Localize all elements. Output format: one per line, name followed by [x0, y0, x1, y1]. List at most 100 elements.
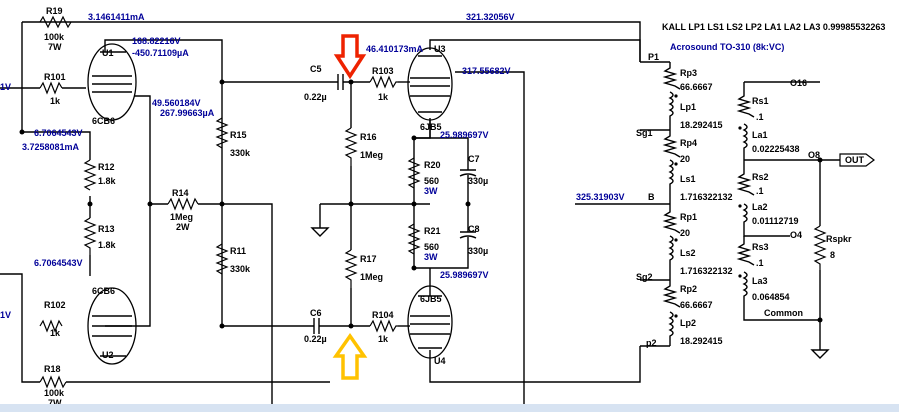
tube-u1	[87, 43, 137, 121]
resistor-r102	[39, 319, 63, 333]
c8-value: 330µ	[468, 246, 488, 256]
r17-value: 1Meg	[360, 272, 383, 282]
tube-u2	[87, 287, 137, 365]
resistor-r13	[83, 217, 97, 255]
rp2-value: 66.6667	[680, 300, 713, 310]
rp1-value: 20	[680, 228, 690, 238]
rspkr-value: 8	[830, 250, 835, 260]
wires	[0, 21, 860, 404]
r19-power: 7W	[48, 42, 62, 52]
capacitor-c7	[459, 158, 477, 190]
la2-value: 0.01112719	[752, 216, 799, 226]
u4-name: U4	[434, 356, 446, 366]
rs3-name: Rs3	[752, 242, 769, 252]
r19-name: R19	[46, 6, 63, 16]
rspkr-name: Rspkr	[826, 234, 852, 244]
red-down-arrow	[333, 34, 367, 80]
grid-bias-top: 6.7064543V	[34, 128, 83, 138]
rp3-name: Rp3	[680, 68, 697, 78]
lp1-name: Lp1	[680, 102, 696, 112]
r18-power: 7W	[48, 398, 62, 408]
r15-name: R15	[230, 130, 247, 140]
c5-value: 0.22µ	[304, 92, 327, 102]
r102-name: R102	[44, 300, 66, 310]
input-bottom-voltage: 1V	[0, 310, 11, 320]
c7-value: 330µ	[468, 176, 488, 186]
lp1-value: 18.292415	[680, 120, 723, 130]
yellow-up-arrow	[332, 332, 368, 380]
r18-name: R18	[44, 364, 61, 374]
r13-name: R13	[98, 224, 115, 234]
resistor-r14	[167, 197, 199, 211]
input-top-voltage: 1V	[0, 82, 11, 92]
r104-name: R104	[372, 310, 394, 320]
ground-symbol	[310, 227, 830, 359]
cathode-current: 267.99663µA	[160, 108, 215, 118]
tube-u4	[407, 285, 453, 359]
junction-dots	[19, 79, 823, 329]
la2-name: La2	[752, 202, 768, 212]
resistor-r104	[369, 319, 398, 333]
r11-name: R11	[230, 246, 246, 256]
c8-name: C8	[468, 224, 480, 234]
r14-power: 2W	[176, 222, 190, 232]
transformer-secondary	[736, 82, 760, 318]
u3-type: 6JB5	[420, 122, 442, 132]
r15-value: 330k	[230, 148, 251, 158]
rs1-name: Rs1	[752, 96, 769, 106]
rp4-name: Rp4	[680, 138, 697, 148]
resistor-r12	[83, 159, 97, 191]
ls2-name: Ls2	[680, 248, 696, 258]
plate-voltage: 317.55682V	[462, 66, 511, 76]
resistor-r16	[344, 127, 358, 166]
c6-name: C6	[310, 308, 322, 318]
r19-current: 3.1461411mA	[88, 12, 145, 22]
b-voltage: 325.31903V	[576, 192, 625, 202]
r21-power: 3W	[424, 252, 438, 262]
u1-type: 6CB6	[92, 116, 115, 126]
rp1-name: Rp1	[680, 212, 697, 222]
u4-type: 6JB5	[420, 294, 442, 304]
u3-current: 46.410173mA	[366, 44, 424, 54]
resistor-rspkr	[813, 225, 827, 270]
resistor-r11	[215, 243, 229, 275]
r103-name: R103	[372, 66, 394, 76]
transformer-primary	[662, 62, 681, 346]
c5-name: C5	[310, 64, 322, 74]
u1-plate-voltage: 168.82216V	[132, 36, 181, 46]
tap-p1: P1	[648, 52, 659, 62]
c6-value: 0.22µ	[304, 334, 327, 344]
tap-sg2: Sg2	[636, 272, 653, 282]
resistor-r17	[344, 249, 358, 288]
rs3-value: .1	[756, 258, 764, 268]
r20-value: 560	[424, 176, 439, 186]
u1-name: U1	[102, 48, 114, 58]
r101-name: R101	[44, 72, 66, 82]
capacitor-c6	[306, 318, 326, 334]
r12-value: 1.8k	[98, 176, 117, 186]
rp4-value: 20	[680, 154, 690, 164]
tap-sg1: Sg1	[636, 128, 653, 138]
u2-type: 6CB6	[92, 286, 115, 296]
rs2-value: .1	[756, 186, 764, 196]
ls1-value: 1.716322132	[680, 192, 733, 202]
r16-value: 1Meg	[360, 150, 383, 160]
r14-value: 1Meg	[170, 212, 193, 222]
cathode-bottom-voltage: 25.989697V	[440, 270, 489, 280]
directive-text: KALL LP1 LS1 LS2 LP2 LA1 LA2 LA3 0.99985…	[662, 22, 885, 32]
ls1-name: Ls1	[680, 174, 696, 184]
grid-bias-top-current: 3.7258081mA	[22, 142, 80, 152]
la1-value: 0.02225438	[752, 144, 800, 154]
resistor-r15	[215, 117, 229, 149]
lp2-name: Lp2	[680, 318, 696, 328]
r13-value: 1.8k	[98, 240, 117, 250]
la3-name: La3	[752, 276, 768, 286]
c7-name: C7	[468, 154, 480, 164]
out-label: OUT	[845, 155, 865, 165]
winding-dots	[674, 94, 742, 318]
la1-name: La1	[752, 130, 768, 140]
supply-voltage: 321.32056V	[466, 12, 515, 22]
tube-u3	[407, 47, 453, 121]
resistor-r18	[39, 375, 67, 389]
